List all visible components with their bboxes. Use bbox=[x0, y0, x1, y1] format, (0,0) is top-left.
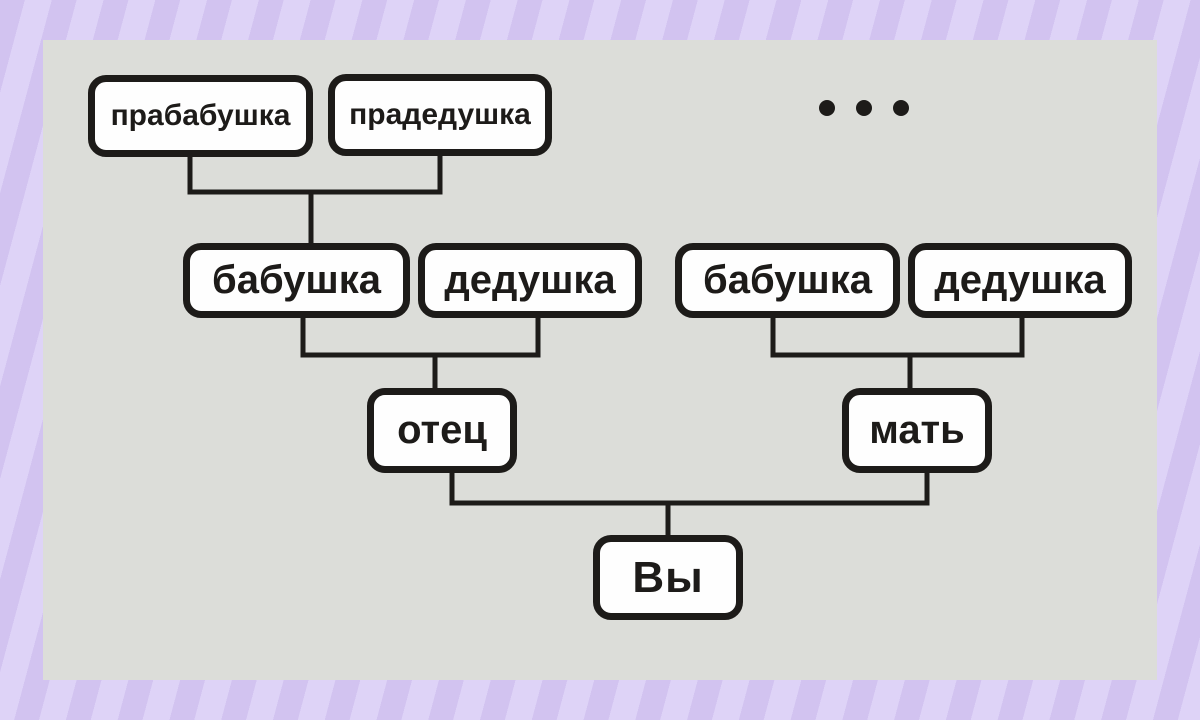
node-grandmother-maternal: бабушка bbox=[675, 243, 900, 318]
node-you: Вы bbox=[593, 535, 743, 620]
node-label: бабушка bbox=[703, 258, 872, 302]
node-great-grandfather: прадедушка bbox=[328, 74, 552, 156]
ellipsis-dot bbox=[856, 100, 872, 116]
ellipsis-dot bbox=[819, 100, 835, 116]
node-great-grandmother: прабабушка bbox=[88, 75, 313, 157]
node-label: бабушка bbox=[212, 258, 381, 302]
node-grandfather-maternal: дедушка bbox=[908, 243, 1132, 318]
node-label: прадедушка bbox=[349, 98, 531, 131]
node-label: отец bbox=[397, 408, 487, 452]
node-father: отец bbox=[367, 388, 517, 473]
node-label: прабабушка bbox=[110, 99, 291, 132]
node-label: дедушка bbox=[444, 258, 616, 302]
node-grandmother-paternal: бабушка bbox=[183, 243, 410, 318]
node-label: дедушка bbox=[934, 258, 1106, 302]
node-mother: мать bbox=[842, 388, 992, 473]
node-label: Вы bbox=[632, 552, 704, 602]
ellipsis-dot bbox=[893, 100, 909, 116]
node-label: мать bbox=[869, 408, 965, 452]
node-grandfather-paternal: дедушка bbox=[418, 243, 642, 318]
ellipsis-dots bbox=[819, 100, 909, 116]
